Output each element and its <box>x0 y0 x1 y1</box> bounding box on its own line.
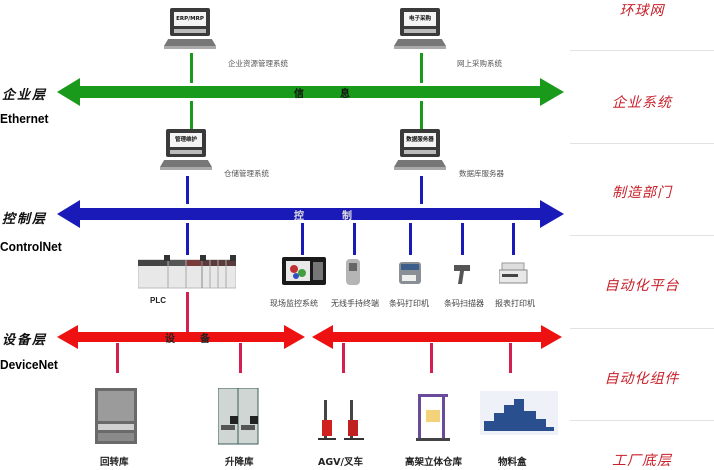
connector-line <box>301 223 304 255</box>
device-label-handheld: 无线手持终端 <box>331 299 379 308</box>
system-label-database: 数据库服务器 <box>459 169 504 178</box>
connector-line <box>190 53 193 83</box>
layer-label-device: 设备层 <box>2 333 48 348</box>
connector-line <box>461 223 464 255</box>
side-divider <box>570 235 714 236</box>
device-label-report-printer: 报表打印机 <box>495 299 535 308</box>
field-label-high-bay: 高架立体仓库 <box>405 457 463 468</box>
computer-management: 管理维护 <box>160 129 214 175</box>
connector-line <box>186 176 189 204</box>
network-label-devicenet: DeviceNet <box>0 357 58 372</box>
side-label-automation-component: 自动化组件 <box>604 371 680 387</box>
side-divider <box>570 420 714 421</box>
field-label-material-box: 物料盒 <box>498 457 527 468</box>
arrow-text-info-1: 信 <box>294 89 304 100</box>
connector-line <box>239 343 242 373</box>
side-label-enterprise-system: 企业系统 <box>612 95 672 111</box>
layer-label-enterprise: 企业层 <box>2 88 48 103</box>
high-bay-warehouse-icon <box>416 394 450 441</box>
computer-data-server: 数据服务器 <box>394 129 448 175</box>
field-label-lift: 升降库 <box>225 457 254 468</box>
agv-forklift-icon <box>318 400 364 440</box>
side-label-global-network: 环球网 <box>619 3 665 19</box>
computer-screen-text: 电子采购 <box>404 12 436 26</box>
monitoring-system-icon <box>282 257 326 285</box>
connector-line <box>116 343 119 373</box>
arrow-text-info-2: 息 <box>340 89 350 100</box>
connector-line <box>353 223 356 255</box>
system-label-procurement: 网上采购系统 <box>457 59 502 68</box>
connector-line <box>420 101 423 129</box>
computer-e-procurement: 电子采购 <box>394 8 448 54</box>
arrow-text-device-1: 设 <box>165 334 175 345</box>
computer-screen-text: 数据服务器 <box>404 133 436 147</box>
computer-screen-text: 管理维护 <box>170 133 202 147</box>
connector-line <box>420 176 423 204</box>
field-label-agv: AGV/叉车 <box>318 457 363 468</box>
side-label-manufacturing-dept: 制造部门 <box>612 185 672 201</box>
report-printer-icon <box>499 262 528 284</box>
barcode-scanner-icon <box>454 265 470 284</box>
layer-label-control: 控制层 <box>2 212 48 227</box>
barcode-printer-icon <box>399 262 421 284</box>
connector-line <box>409 223 412 255</box>
system-label-warehouse: 仓储管理系统 <box>224 169 269 178</box>
wireless-terminal-icon <box>346 259 360 285</box>
network-label-controlnet: ControlNet <box>0 239 62 254</box>
side-divider <box>570 143 714 144</box>
field-label-carousel: 回转库 <box>100 457 129 468</box>
connector-line <box>186 292 189 332</box>
computer-erp-mrp: ERP/MRP <box>164 8 218 54</box>
control-network-arrow <box>57 200 564 228</box>
computer-screen-text: ERP/MRP <box>174 12 206 26</box>
connector-line <box>420 53 423 83</box>
arrow-text-control-2: 制 <box>342 211 352 222</box>
carousel-storage-icon <box>95 388 137 444</box>
enterprise-network-arrow <box>57 78 564 106</box>
connector-line <box>512 223 515 255</box>
material-box-icon <box>480 391 558 435</box>
system-label-erp: 企业资源管理系统 <box>228 59 288 68</box>
plc-label: PLC <box>150 296 166 305</box>
connector-line <box>509 343 512 373</box>
device-label-barcode-printer: 条码打印机 <box>389 299 429 308</box>
arrow-text-device-2: 备 <box>200 334 210 345</box>
plc-icon <box>138 255 236 289</box>
connector-line <box>190 101 193 129</box>
device-label-barcode-scanner: 条码扫描器 <box>444 299 484 308</box>
side-label-factory-floor: 工厂底层 <box>612 453 672 469</box>
side-divider <box>570 328 714 329</box>
side-label-automation-platform: 自动化平台 <box>604 278 680 294</box>
arrow-text-control-1: 控 <box>294 211 304 222</box>
connector-line <box>430 343 433 373</box>
connector-line <box>342 343 345 373</box>
device-network-arrow-left <box>57 325 305 349</box>
side-divider <box>570 50 714 51</box>
lift-storage-icon <box>218 388 259 445</box>
device-network-arrow-right <box>312 325 562 349</box>
connector-line <box>186 223 189 255</box>
device-label-monitoring: 现场监控系统 <box>270 299 318 308</box>
network-label-ethernet: Ethernet <box>0 111 49 126</box>
